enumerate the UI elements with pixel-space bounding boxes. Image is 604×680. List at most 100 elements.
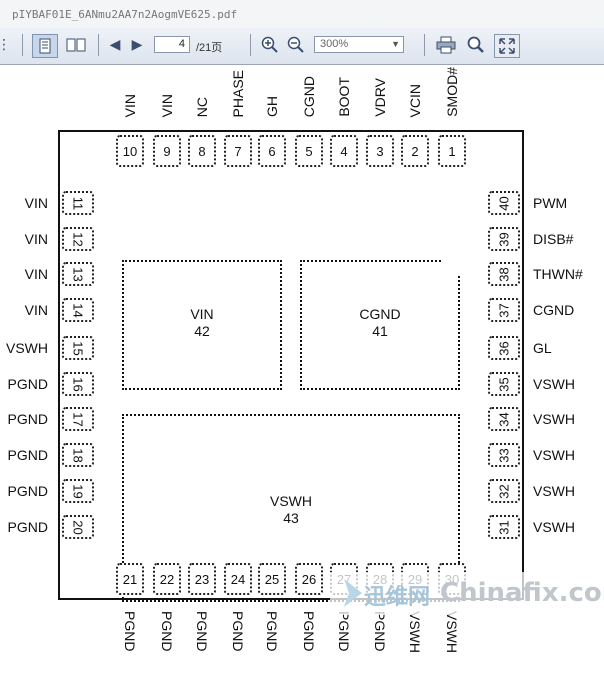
pin-number: 4	[340, 143, 348, 159]
pin-label: PHASE	[230, 69, 246, 117]
pin-number: 36	[496, 340, 512, 356]
pin-number: 37	[496, 302, 512, 318]
pin-top: 2	[401, 135, 429, 167]
pin-label: VIN	[122, 93, 138, 117]
pin-label: CGND	[533, 302, 575, 318]
pin-label: PGND	[7, 376, 48, 392]
pin-label: PGND	[7, 519, 48, 535]
pin-label: VDRV	[372, 78, 388, 117]
pin-label: PGND	[7, 447, 48, 463]
pin-label: CGND	[301, 75, 317, 117]
pin-number: 10	[122, 143, 138, 159]
pin-left: 13	[62, 262, 94, 286]
pin-number: 18	[70, 447, 86, 463]
pin-label: VSWH	[533, 519, 575, 535]
pin-number: 5	[305, 143, 313, 159]
pin-number: 34	[496, 411, 512, 427]
pin-left: 11	[62, 191, 94, 215]
pin-number: 9	[163, 143, 171, 159]
pin-label: VSWH	[6, 340, 48, 356]
pin-number: 13	[70, 266, 86, 282]
pin-right: 38	[488, 262, 520, 286]
pin-number: 11	[70, 196, 86, 210]
pin-label: PGND	[7, 483, 48, 499]
pin-label: VSWH	[533, 411, 575, 427]
pad-vswh: VSWH 43	[122, 414, 460, 602]
pin-right: 35	[488, 372, 520, 396]
pin-number: 14	[70, 302, 86, 318]
pin-right: 32	[488, 479, 520, 503]
pin-label: VSWH	[533, 447, 575, 463]
pin-label: THWN#	[533, 266, 583, 282]
pin-right: 31	[488, 515, 520, 539]
pin-number: 35	[496, 376, 512, 392]
pin-label: PGND	[301, 611, 317, 652]
pin-label: DISB#	[533, 231, 574, 247]
pin-left: 14	[62, 298, 94, 322]
search-icon[interactable]	[464, 34, 488, 56]
pin-bottom: 25	[258, 563, 286, 595]
pin-top: 4	[330, 135, 358, 167]
pin-label: VIN	[24, 195, 48, 211]
pin-top: 7	[224, 135, 252, 167]
pad-name: VSWH	[270, 493, 312, 509]
pin-label: PGND	[159, 611, 175, 652]
watermark-band	[330, 572, 604, 615]
pin-top: 8	[188, 135, 216, 167]
pin-number: 23	[194, 571, 210, 587]
print-icon[interactable]	[434, 34, 458, 56]
pin-label: PGND	[336, 611, 352, 652]
pin-number: 31	[496, 519, 512, 535]
pin-left: 19	[62, 479, 94, 503]
pin-label: PGND	[372, 611, 388, 652]
pin-number: 25	[264, 571, 280, 587]
pin-number: 17	[70, 411, 86, 427]
toolbar-grip-icon: ⋮	[0, 37, 11, 53]
watermark-logo-icon	[344, 579, 362, 607]
pin-number: 16	[70, 376, 86, 392]
pin-number: 38	[496, 266, 512, 282]
fullscreen-icon[interactable]	[494, 34, 520, 58]
pin-top: 9	[153, 135, 181, 167]
zoom-out-icon[interactable]	[286, 34, 306, 56]
pin-number: 1	[448, 143, 456, 159]
pin-number: 40	[496, 195, 512, 211]
pin-label: SMOD#	[444, 67, 460, 117]
pin-left: 12	[62, 227, 94, 251]
pin-bottom: 22	[153, 563, 181, 595]
pin-number: 22	[159, 571, 175, 587]
pin-right: 36	[488, 336, 520, 360]
page-number-input[interactable]: 4	[154, 36, 190, 53]
pin-label: PWM	[533, 195, 568, 211]
pin-label: PGND	[122, 611, 138, 652]
watermark-cn: 迅维网	[364, 585, 431, 610]
pin-number: 7	[234, 143, 242, 159]
pin-number: 19	[70, 483, 86, 499]
zoom-in-icon[interactable]	[260, 34, 280, 56]
pin-right: 37	[488, 298, 520, 322]
two-page-view-icon[interactable]	[64, 34, 88, 56]
pin-number: 33	[496, 447, 512, 463]
pin-number: 20	[70, 519, 86, 535]
single-page-view-icon[interactable]	[32, 34, 58, 58]
zoom-select[interactable]: 300% ▼	[314, 36, 404, 53]
pin-number: 39	[496, 231, 512, 247]
pin-label: VSWH	[444, 611, 460, 653]
pin-number: 26	[301, 571, 317, 587]
pad-name: CGND	[359, 306, 401, 322]
pin-right: 33	[488, 443, 520, 467]
pin-label: VIN	[159, 93, 175, 117]
pin-bottom: 23	[188, 563, 216, 595]
pin-top: 10	[116, 135, 144, 167]
pin-number: 6	[268, 143, 276, 159]
pin-label: NC	[194, 96, 210, 117]
pin-right: 34	[488, 407, 520, 431]
pin-label: BOOT	[336, 77, 352, 117]
pin-label: GH	[264, 96, 280, 117]
previous-page-icon[interactable]: ◀	[109, 37, 121, 53]
pin-number: 3	[376, 143, 384, 159]
window-title: pIYBAF01E_6ANmu2AA7n2AogmVE625.pdf	[12, 8, 238, 21]
pin-label: PGND	[7, 411, 48, 427]
next-page-icon[interactable]: ▶	[131, 37, 143, 53]
pin-left: 20	[62, 515, 94, 539]
